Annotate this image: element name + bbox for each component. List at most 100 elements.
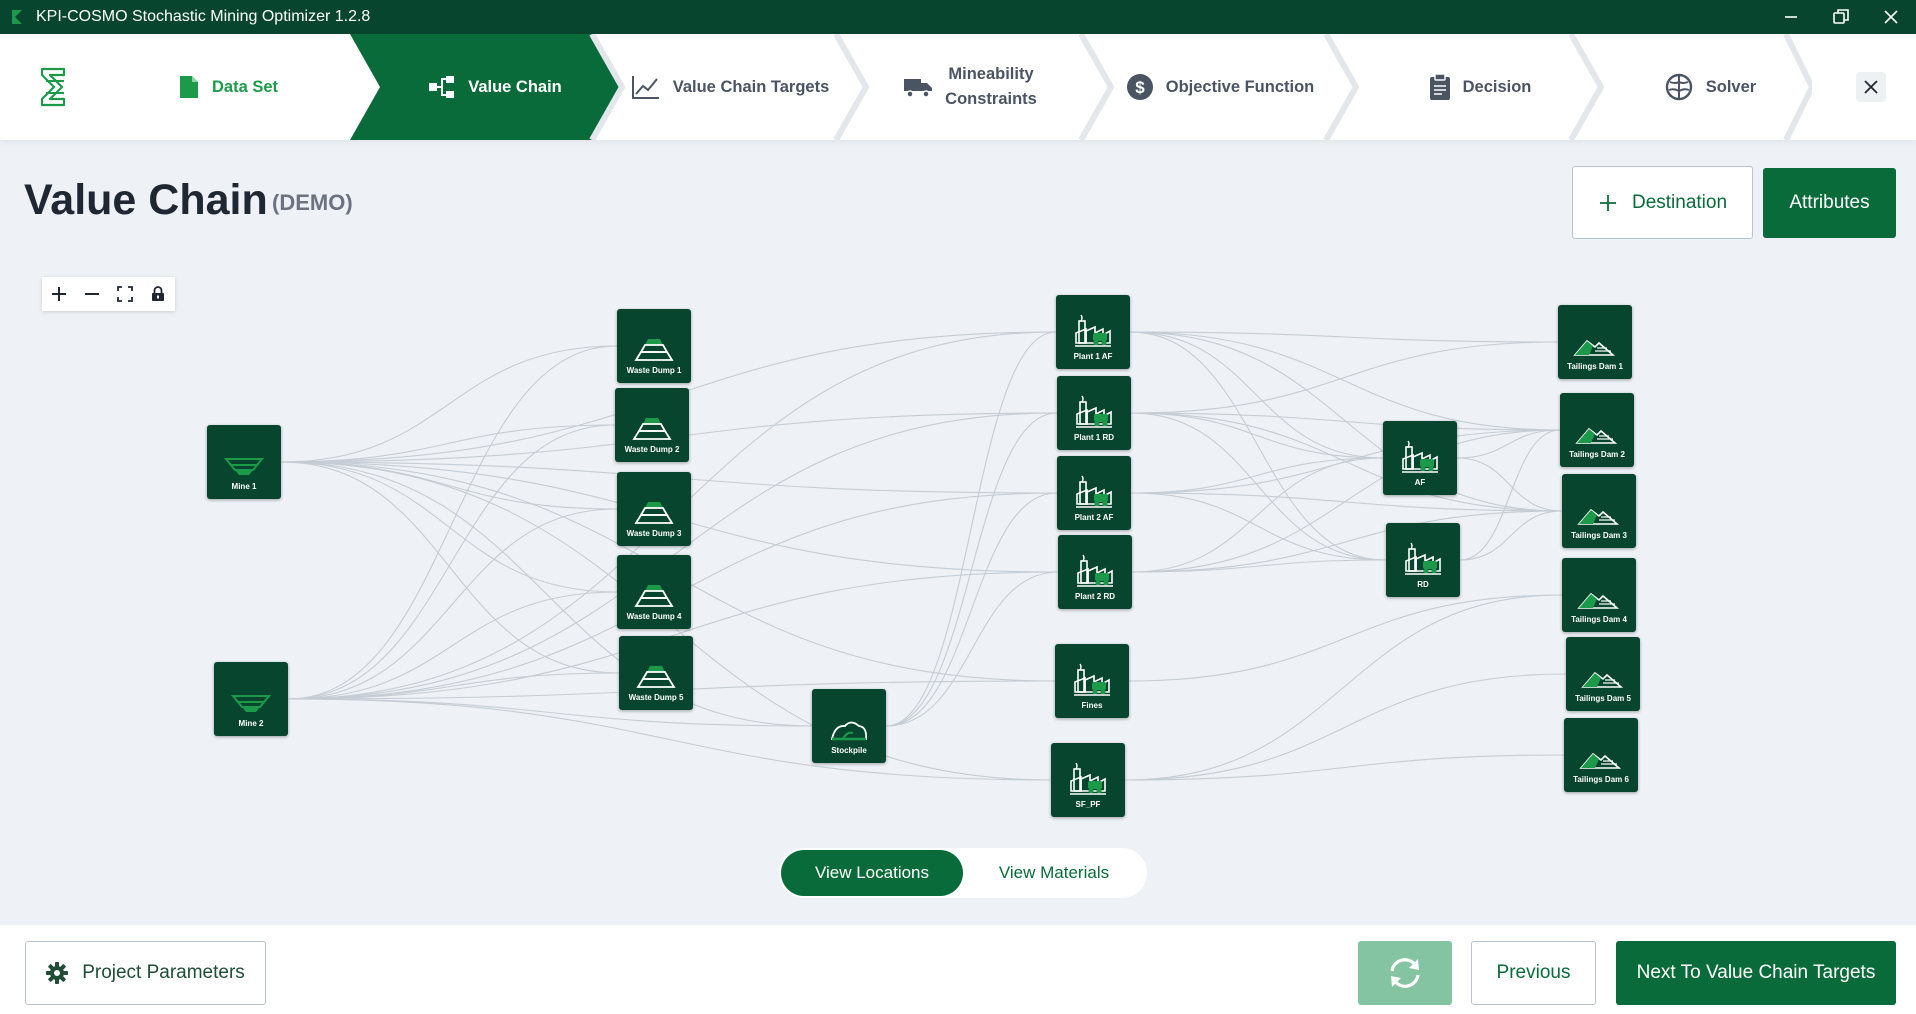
step-solver[interactable]: Solver [1620,34,1800,140]
close-icon [1864,80,1878,94]
node-label: AF [1414,478,1426,487]
close-wizard-button[interactable] [1856,72,1886,102]
zoom-controls [42,277,175,311]
step-label-line2: Constraints [945,90,1037,108]
node-af[interactable]: AF [1383,421,1457,495]
node-wd3[interactable]: Waste Dump 3 [617,472,691,546]
step-data-set[interactable]: Data Set [106,34,350,140]
lock-icon[interactable] [142,277,175,311]
step-value-chain-targets[interactable]: Value Chain Targets [620,34,840,140]
edge-mine2-p2rd [287,571,1059,700]
edge-fines-td4 [1128,594,1563,682]
value-chain-canvas[interactable]: Mine 1 Mine 2 Waste Dump 1 Waste Dump 2 Wast… [0,260,1916,920]
next-button[interactable]: Next To Value Chain Targets [1616,941,1896,1005]
step-value-chain[interactable]: Value Chain [380,34,610,140]
tailings-icon [1575,423,1619,447]
step-label: Mineability Constraints [945,62,1037,112]
step-decision[interactable]: Decision [1390,34,1570,140]
view-locations-button[interactable]: View Locations [781,850,963,896]
node-p2af[interactable]: Plant 2 AF [1057,456,1131,530]
node-label: Tailings Dam 5 [1575,694,1631,703]
node-label: Tailings Dam 4 [1571,615,1627,624]
node-label: RD [1417,580,1429,589]
node-td2[interactable]: Tailings Dam 2 [1560,393,1634,467]
node-td3[interactable]: Tailings Dam 3 [1562,474,1636,548]
step-label: Value Chain Targets [672,77,830,96]
node-p1rd[interactable]: Plant 1 RD [1057,376,1131,450]
previous-button[interactable]: Previous [1471,941,1596,1005]
step-label: Solver [1705,77,1757,96]
edge-af-td3 [1456,457,1563,512]
node-label: Waste Dump 1 [626,366,682,375]
node-rd[interactable]: RD [1386,523,1460,597]
refresh-button[interactable] [1358,941,1452,1005]
edge-sfpf-td5 [1124,673,1567,781]
node-mine1[interactable]: Mine 1 [207,425,281,499]
clipboard-icon [1429,73,1451,101]
node-mine2[interactable]: Mine 2 [214,662,288,736]
node-wd1[interactable]: Waste Dump 1 [617,309,691,383]
step-objective-function[interactable]: $ Objective Function [1105,34,1335,140]
node-td6[interactable]: Tailings Dam 6 [1564,718,1638,792]
node-td5[interactable]: Tailings Dam 5 [1566,637,1640,711]
edge-mine1-wd5 [280,461,620,674]
truck-icon [903,76,933,98]
edge-p1af-td1 [1129,331,1559,343]
plant-icon [1400,439,1440,475]
plus-icon [1599,194,1616,211]
node-td4[interactable]: Tailings Dam 4 [1562,558,1636,632]
node-stockpile[interactable]: Stockpile [812,689,886,763]
gear-icon [46,962,69,984]
cosmo-logo-icon [40,67,66,107]
add-destination-button[interactable]: Destination [1572,166,1753,239]
plant-icon [1074,394,1114,430]
dump-icon [634,583,674,609]
node-wd2[interactable]: Waste Dump 2 [615,388,689,462]
mine-icon [231,692,271,716]
node-label: Plant 1 AF [1073,352,1113,361]
attributes-button[interactable]: Attributes [1763,168,1896,238]
node-p2rd[interactable]: Plant 2 RD [1058,535,1132,609]
svg-text:$: $ [1135,78,1145,97]
node-wd4[interactable]: Waste Dump 4 [617,555,691,629]
tailings-icon [1577,588,1621,612]
step-mineability-constraints[interactable]: Mineability Constraints [870,34,1070,140]
dump-icon [634,337,674,363]
footer-bar: Project Parameters Previous Next To Valu… [0,925,1916,1014]
node-fines[interactable]: Fines [1055,644,1129,718]
zoom-in-icon[interactable] [42,277,75,311]
edge-rd-td2 [1459,429,1561,561]
step-label: Value Chain [468,77,562,96]
edge-mine2-sfpf [287,698,1052,781]
node-label: SF_PF [1075,800,1101,809]
edge-p1rd-rd [1130,412,1387,561]
edge-stockpile-p2af [885,492,1058,727]
project-parameters-button[interactable]: Project Parameters [25,941,266,1005]
node-label: Plant 2 RD [1074,592,1115,601]
node-label: Waste Dump 3 [626,529,682,538]
plant-icon [1068,761,1108,797]
close-icon[interactable] [1866,0,1916,34]
node-label: Waste Dump 2 [624,445,680,454]
stockpile-icon [829,717,869,743]
step-label: Decision [1462,77,1532,96]
node-p1af[interactable]: Plant 1 AF [1056,295,1130,369]
edge-p1af-td2 [1129,331,1561,431]
edge-p1af-af [1129,331,1384,459]
fit-view-icon[interactable] [109,277,142,311]
wizard-stepper: Data Set Value Chain Value Chain Targets… [0,34,1916,140]
edge-mine2-wd1 [287,345,618,700]
node-label: Waste Dump 5 [628,693,684,702]
zoom-out-icon[interactable] [75,277,108,311]
edge-stockpile-p1af [885,331,1057,727]
tailings-icon [1579,748,1623,772]
view-materials-button[interactable]: View Materials [998,863,1110,882]
node-wd5[interactable]: Waste Dump 5 [619,636,693,710]
restore-icon[interactable] [1816,0,1866,34]
dump-icon [636,664,676,690]
node-sfpf[interactable]: SF_PF [1051,743,1125,817]
tailings-icon [1581,667,1625,691]
node-td1[interactable]: Tailings Dam 1 [1558,305,1632,379]
minimize-icon[interactable] [1766,0,1816,34]
edge-mine1-wd4 [280,461,618,593]
